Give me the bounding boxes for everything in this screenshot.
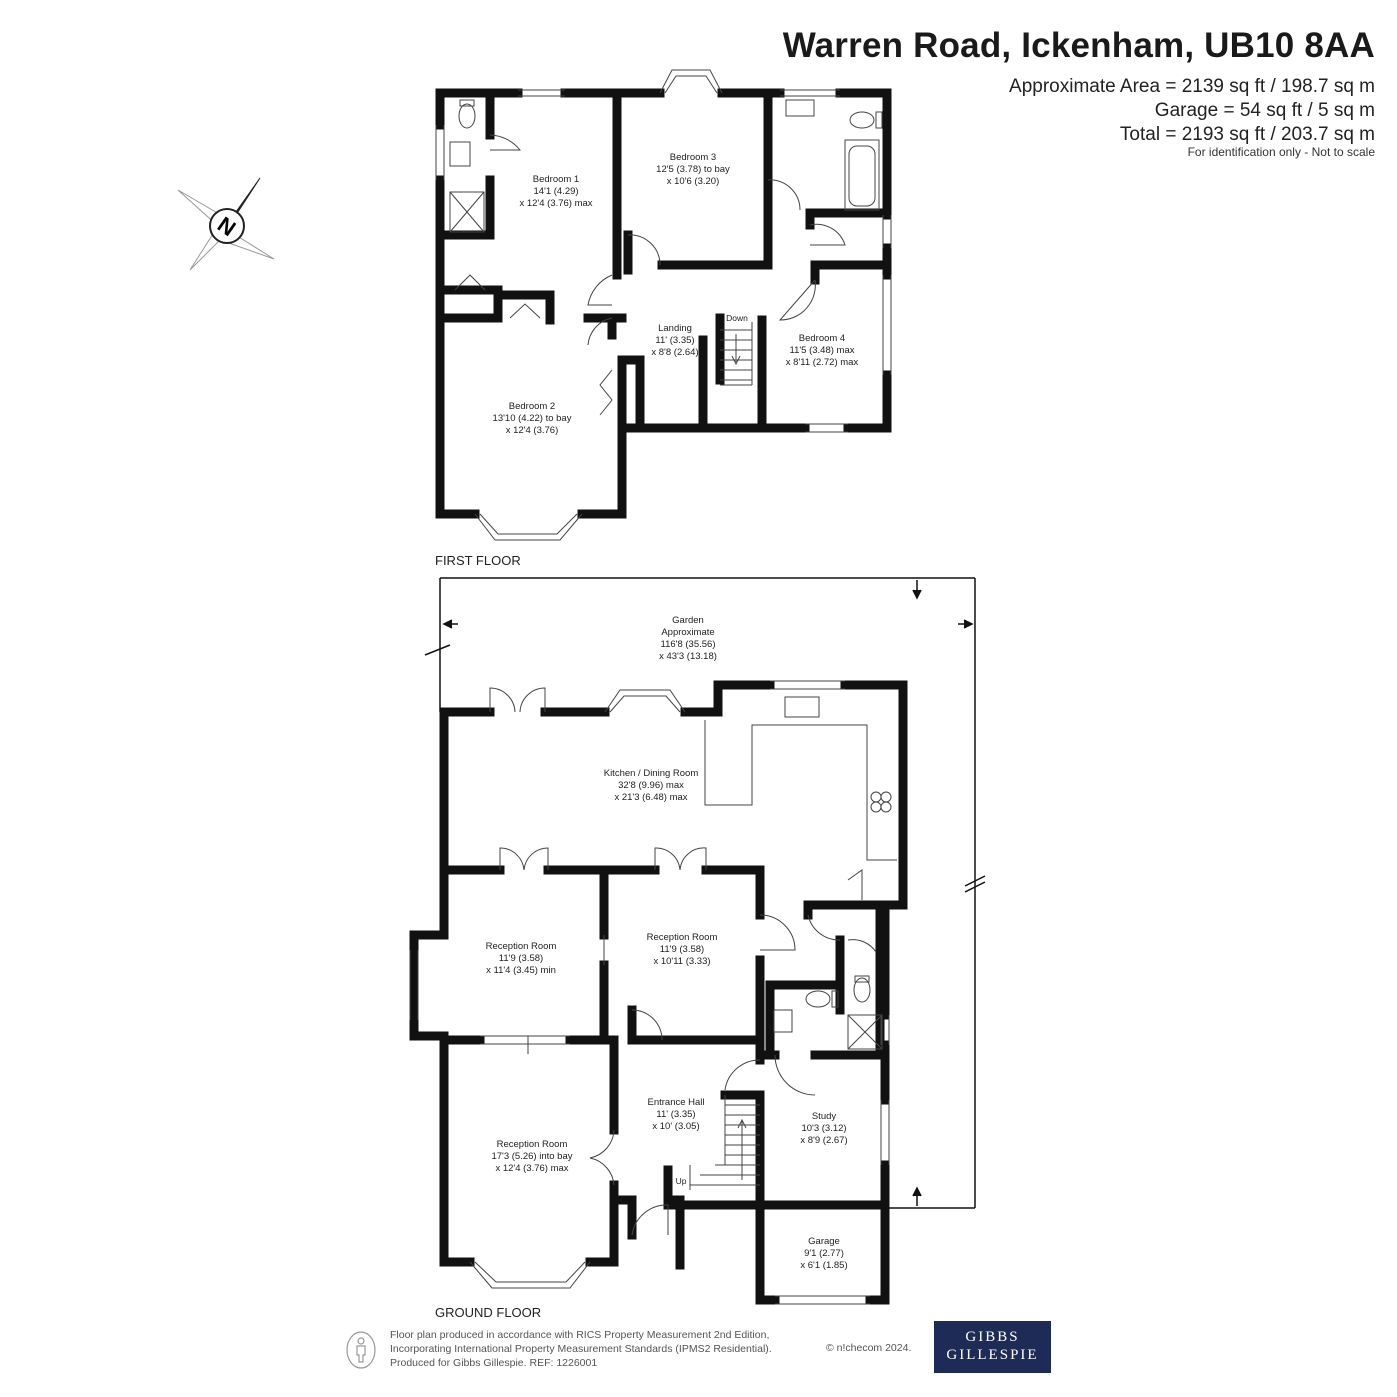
- property-address-title: Warren Road, Ickenham, UB10 8AA: [782, 26, 1375, 65]
- ground-floor-label: GROUND FLOOR: [435, 1305, 542, 1320]
- garden-name: Garden: [672, 615, 704, 626]
- total-area: Total = 2193 sq ft / 203.7 sq m: [1119, 124, 1375, 145]
- room-labels: Bedroom 1 14'1 (4.29) x 12'4 (3.76) max …: [486, 152, 859, 1271]
- landing-dim2: x 8'8 (2.64): [651, 347, 698, 358]
- copyright-notice: © n!checom 2024.: [826, 1342, 912, 1354]
- ground-floor-walls: [409, 680, 908, 1305]
- bedroom3-dim2: x 10'6 (3.20): [667, 176, 720, 187]
- reception-left-dim1: 11'9 (3.58): [499, 953, 543, 964]
- bedroom2-dim1: 13'10 (4.22) to bay: [493, 413, 572, 424]
- reception-mid-dim2: x 10'11 (3.33): [653, 956, 710, 967]
- reception-left-dim2: x 11'4 (3.45) min: [486, 965, 556, 976]
- footer-line-2: Incorporating International Property Mea…: [390, 1343, 772, 1355]
- reception-front-dim2: x 12'4 (3.76) max: [495, 1163, 568, 1174]
- entrance-hall-name: Entrance Hall: [647, 1097, 704, 1108]
- approximate-area: Approximate Area = 2139 sq ft / 198.7 sq…: [1009, 76, 1375, 97]
- scale-disclaimer: For identification only - Not to scale: [1187, 145, 1375, 159]
- bedroom4-dim1: 11'5 (3.48) max: [789, 345, 854, 356]
- bedroom3-name: Bedroom 3: [670, 152, 716, 163]
- logo-line-1: GIBBS: [965, 1329, 1020, 1345]
- bedroom3-dim1: 12'5 (3.78) to bay: [656, 164, 730, 175]
- bedroom2-name: Bedroom 2: [509, 401, 555, 412]
- reception-mid-name: Reception Room: [647, 932, 718, 943]
- garage-dim1: 9'1 (2.77): [804, 1248, 844, 1259]
- garden-boundary: [424, 577, 986, 1209]
- footer-line-1: Floor plan produced in accordance with R…: [390, 1329, 770, 1341]
- landing-dim1: 11' (3.35): [655, 335, 694, 346]
- landing-name: Landing: [658, 323, 692, 334]
- study-dim2: x 8'9 (2.67): [800, 1135, 847, 1146]
- reception-front-name: Reception Room: [497, 1139, 568, 1150]
- reception-left-name: Reception Room: [486, 941, 557, 952]
- garage-dim2: x 6'1 (1.85): [800, 1260, 847, 1271]
- bedroom2-dim2: x 12'4 (3.76): [506, 425, 559, 436]
- study-dim1: 10'3 (3.12): [801, 1123, 846, 1134]
- logo-line-2: GILLESPIE: [946, 1347, 1039, 1363]
- bedroom1-dim1: 14'1 (4.29): [533, 186, 578, 197]
- garden-dim1: 116'8 (35.56): [661, 639, 716, 650]
- bedroom1-name: Bedroom 1: [533, 174, 579, 185]
- person-icon: [346, 1331, 376, 1369]
- garage-area: Garage = 54 sq ft / 5 sq m: [1154, 100, 1375, 121]
- gibbs-gillespie-logo: GIBBS GILLESPIE: [934, 1321, 1051, 1373]
- entrance-hall-dim1: 11' (3.35): [656, 1109, 695, 1120]
- first-floor-walls: [435, 88, 892, 519]
- kitchen-dim1: 32'8 (9.96) max: [618, 780, 684, 791]
- stairs-down-label: Down: [726, 313, 748, 323]
- bedroom1-dim2: x 12'4 (3.76) max: [519, 198, 592, 209]
- bedroom4-name: Bedroom 4: [799, 333, 845, 344]
- reception-front-dim1: 17'3 (5.26) into bay: [491, 1151, 572, 1162]
- garage-name: Garage: [808, 1236, 840, 1247]
- garden-dim2: x 43'3 (13.18): [659, 651, 717, 662]
- bedroom4-dim2: x 8'11 (2.72) max: [786, 357, 859, 368]
- kitchen-name: Kitchen / Dining Room: [604, 768, 699, 779]
- garden-approx: Approximate: [661, 627, 714, 638]
- entrance-hall-dim2: x 10' (3.05): [652, 1121, 699, 1132]
- reception-mid-dim1: 11'9 (3.58): [660, 944, 704, 955]
- first-floor-details: [435, 69, 892, 541]
- compass-icon: N: [177, 177, 275, 271]
- first-floor-label: FIRST FLOOR: [435, 553, 521, 568]
- ground-floor-details: [409, 680, 897, 1305]
- footer-line-3: Produced for Gibbs Gillespie. REF: 12260…: [390, 1357, 598, 1369]
- study-name: Study: [812, 1111, 837, 1122]
- stairs-up-label: Up: [676, 1176, 687, 1186]
- kitchen-dim2: x 21'3 (6.48) max: [614, 792, 687, 803]
- footer-disclaimer: Floor plan produced in accordance with R…: [390, 1328, 772, 1370]
